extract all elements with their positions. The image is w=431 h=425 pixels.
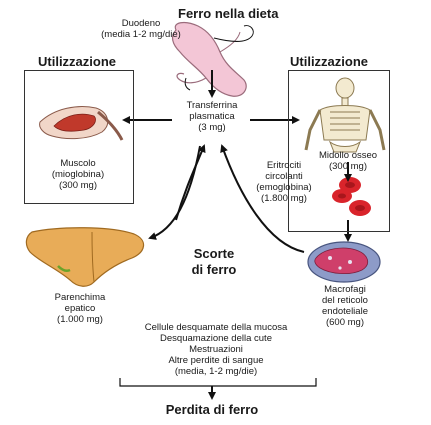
transferrin-label: Transferrina plasmatica (3 mg) (176, 100, 248, 133)
flow-arrows (119, 70, 352, 400)
muscle-label: Muscolo (mioglobina) (300 mg) (30, 158, 126, 191)
loss-item: (media, 1-2 mg/die) (174, 366, 258, 377)
muscle-protein: (mioglobina) (51, 169, 105, 180)
iron-stores-label: Scorte di ferro (184, 246, 244, 278)
duodeno-label: Duodeno (media 1-2 mg/die) (96, 18, 186, 40)
macrophage-illustration (307, 241, 381, 283)
liver-amount: (1.000 mg) (57, 314, 103, 325)
bone-marrow-label: Midollo osseo (300 mg) (306, 150, 390, 172)
macrophages-label: Macrofagi del reticolo endoteliale (600 … (300, 284, 390, 328)
macrophages-line2: del reticolo (322, 295, 368, 306)
muscle-name: Muscolo (60, 158, 96, 169)
duodeno-name: Duodeno (121, 18, 161, 29)
muscle-box (24, 70, 134, 204)
loss-item: Mestruazioni (189, 344, 243, 355)
erythrocytes-line3: (emoglobina) (256, 182, 312, 193)
marrow-amount: (300 mg) (328, 161, 367, 172)
iron-stores-line2: di ferro (191, 262, 237, 277)
iron-stores-line1: Scorte (193, 246, 235, 261)
skeleton-illustration (304, 77, 386, 153)
erythrocytes-amount: (1.800 mg) (261, 193, 307, 204)
iron-loss-list: Cellule desquamate della mucosa Desquama… (116, 322, 316, 377)
bone-marrow-box (288, 70, 390, 232)
erythrocytes-line2: circolanti (265, 171, 303, 182)
liver-line2: epatico (64, 303, 96, 314)
transferrin-line2: plasmatica (189, 111, 235, 122)
loss-item: Altre perdite di sangue (168, 355, 264, 366)
transferrin-amount: (3 mg) (198, 122, 226, 133)
macrophages-amount: (600 mg) (325, 317, 364, 328)
right-utilizzazione-heading: Utilizzazione (290, 54, 369, 69)
page-title: Ferro nella dieta (178, 6, 279, 21)
iron-loss-footer: Perdita di ferro (165, 402, 259, 417)
stomach-duodenum-illustration (171, 21, 254, 97)
liver-label: Parenchima epatico (1.000 mg) (40, 292, 120, 325)
loss-item: Desquamazione della cute (160, 333, 272, 344)
muscle-amount: (300 mg) (58, 180, 97, 191)
macrophages-line1: Macrofagi (324, 284, 366, 295)
liver-line1: Parenchima (54, 292, 106, 303)
loss-item: Cellule desquamate della mucosa (144, 322, 288, 333)
left-utilizzazione-heading: Utilizzazione (38, 54, 117, 69)
duodeno-rate: (media 1-2 mg/die) (101, 29, 181, 40)
muscle-illustration (39, 106, 124, 141)
red-blood-cells (332, 177, 371, 216)
marrow-name: Midollo osseo (318, 150, 378, 161)
erythrocytes-label: Eritrociti circolanti (emoglobina) (1.80… (248, 160, 320, 204)
transferrin-line1: Transferrina (186, 100, 238, 111)
erythrocytes-line1: Eritrociti (266, 160, 302, 171)
macrophages-line3: endoteliale (322, 306, 368, 317)
liver-illustration (25, 227, 145, 287)
